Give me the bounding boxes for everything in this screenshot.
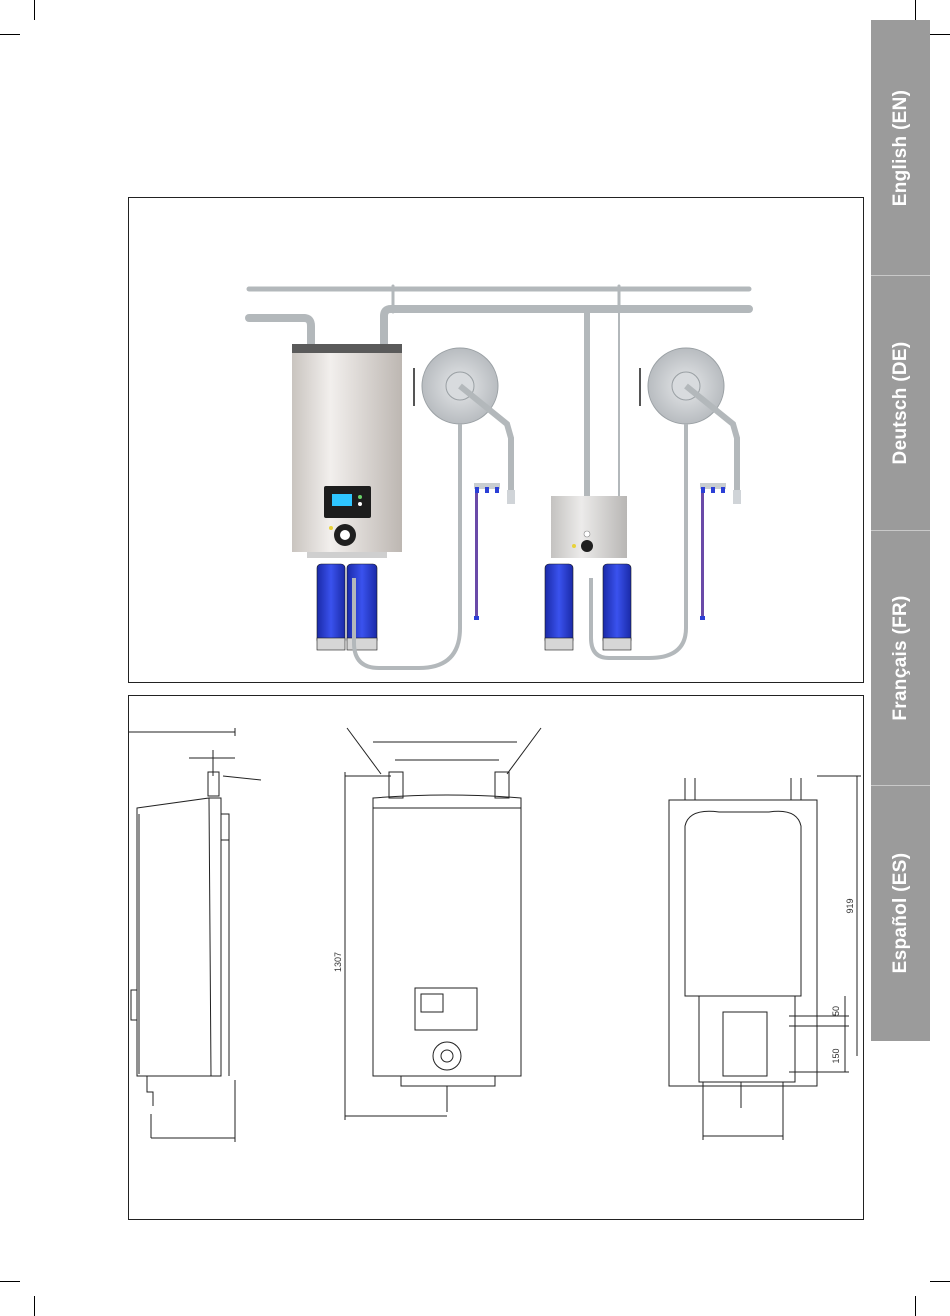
tab-language-fr[interactable]: Français (FR)	[871, 530, 930, 785]
crop-mark-bottom-left-v	[34, 1296, 35, 1316]
dimension-drawings: 1307 919 50 150	[129, 696, 863, 1219]
crop-mark-bottom-right-v	[915, 1296, 916, 1316]
crop-mark-top-right-v	[915, 0, 916, 20]
side-view-drawing	[129, 728, 261, 1142]
tab-language-label: Deutsch (DE)	[890, 342, 912, 465]
wall-water-heater-small	[551, 496, 627, 558]
language-tab-bar: English (EN) Deutsch (DE) Français (FR) …	[871, 20, 930, 1041]
crop-mark-bottom-left-h	[0, 1281, 20, 1282]
crop-mark-top-left-v	[34, 0, 35, 20]
tab-language-label: Français (FR)	[890, 595, 912, 720]
rear-view-drawing	[669, 776, 861, 1140]
dimension-label-offset-b: 150	[831, 1048, 841, 1063]
manifold-left	[474, 483, 500, 620]
manifold-right	[700, 483, 726, 620]
tab-language-label: English (EN)	[890, 89, 912, 206]
dimension-label-height-total: 1307	[333, 952, 343, 972]
wall-water-heater-large	[292, 344, 402, 558]
crop-mark-top-left-h	[0, 34, 20, 35]
dimension-drawings-panel: 1307 919 50 150	[128, 695, 864, 1220]
tab-language-de[interactable]: Deutsch (DE)	[871, 275, 930, 530]
tab-language-es[interactable]: Español (ES)	[871, 785, 930, 1040]
installation-illustration	[129, 198, 863, 682]
tab-language-en[interactable]: English (EN)	[871, 20, 930, 275]
crop-mark-bottom-right-h	[930, 1281, 950, 1282]
installation-illustration-panel	[128, 197, 864, 683]
blue-salt-tanks	[317, 564, 631, 650]
dimension-label-bracket-height: 919	[845, 898, 855, 913]
tab-language-label: Español (ES)	[890, 853, 912, 974]
crop-mark-top-right-h	[930, 34, 950, 35]
dimension-label-offset-a: 50	[831, 1006, 841, 1016]
front-view-drawing	[345, 728, 541, 1120]
